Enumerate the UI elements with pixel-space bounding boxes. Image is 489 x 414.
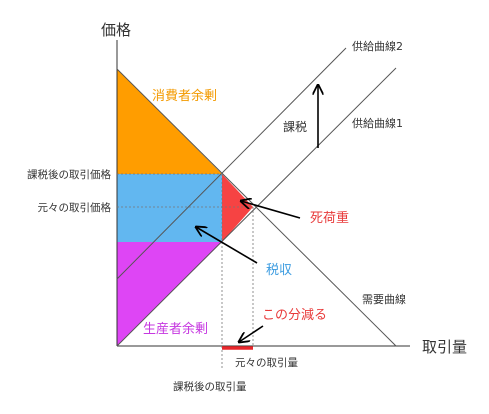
supply-curve-1 xyxy=(116,67,397,347)
supply-curve-1-label: 供給曲線1 xyxy=(352,116,403,130)
tax-revenue-arrow xyxy=(196,227,258,264)
deadweight-loss-region xyxy=(222,174,253,242)
decrease-arrow xyxy=(239,325,264,342)
tax-revenue-region xyxy=(117,174,222,242)
deadweight-loss-label: 死荷重 xyxy=(310,210,349,226)
supply-curve-2 xyxy=(116,47,347,280)
supply-curve-2-label: 供給曲線2 xyxy=(352,39,403,53)
original-quantity-label: 元々の取引量 xyxy=(235,356,298,369)
after-tax-quantity-label: 課税後の取引量 xyxy=(173,380,247,393)
y-axis-title: 価格 xyxy=(101,21,131,39)
tax-revenue-label: 税収 xyxy=(266,263,292,278)
tax-label: 課税 xyxy=(283,119,307,134)
original-price-label: 元々の取引価格 xyxy=(38,201,112,214)
consumer-surplus-label: 消費者余剰 xyxy=(152,88,217,104)
deadweight-loss-arrow xyxy=(241,201,301,219)
after-tax-price-label: 課税後の取引価格 xyxy=(27,168,111,181)
producer-surplus-label: 生産者余剰 xyxy=(143,321,208,337)
demand-curve-label: 需要曲線 xyxy=(362,292,406,306)
x-axis-title: 取引量 xyxy=(422,338,467,356)
decrease-label: この分減る xyxy=(262,307,327,323)
